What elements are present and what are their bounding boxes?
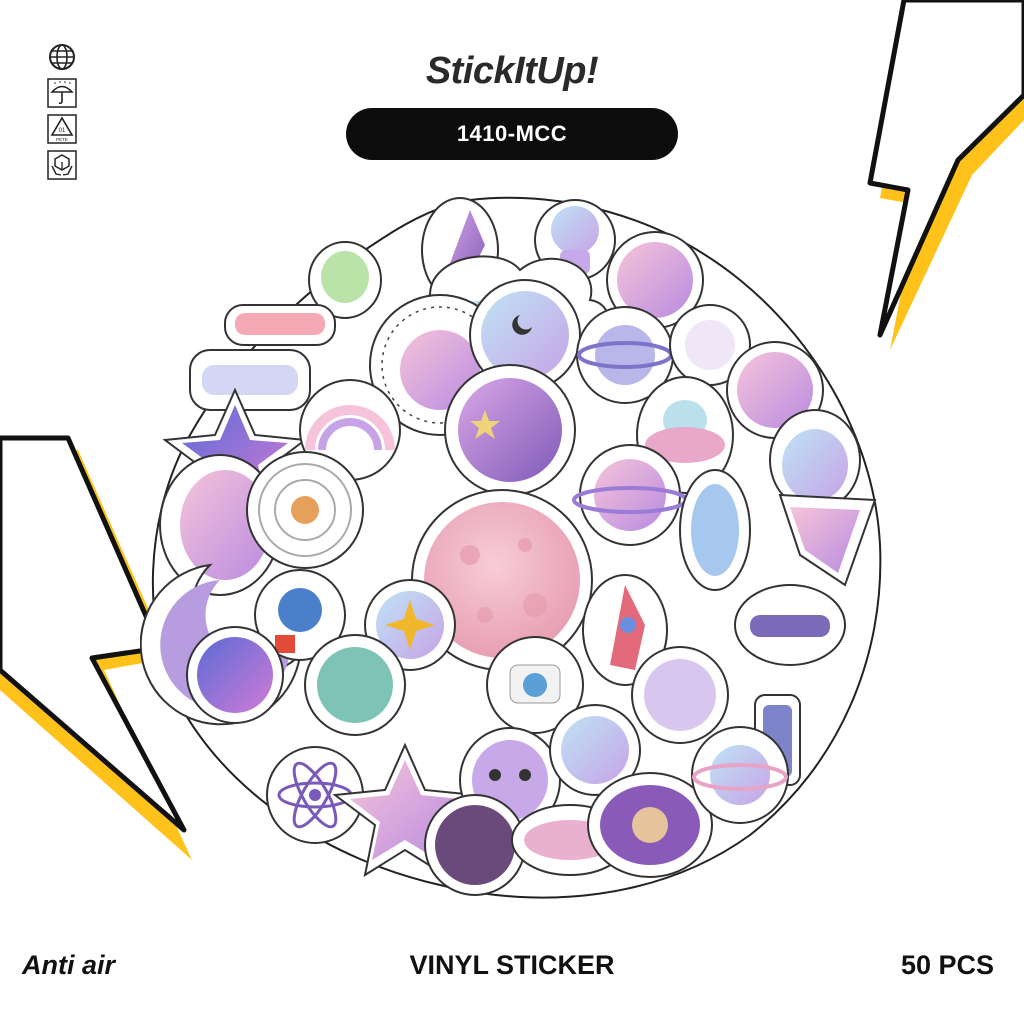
sticker-planet-blue (631, 646, 729, 744)
sticker-saturn-dark (587, 772, 713, 878)
product-code-pill: 1410-MCC (346, 108, 678, 160)
sticker-moon-night-scene (549, 704, 641, 796)
sticker-solar-system (246, 451, 364, 569)
sticker-collage (140, 196, 882, 899)
sticker-dark-planet (424, 794, 526, 896)
sticker-binoculars (189, 349, 311, 411)
globe-icon (49, 44, 75, 70)
package-hands-icon (47, 150, 77, 180)
sticker-crescent-night (469, 279, 581, 391)
sticker-saturn-blue (691, 726, 789, 824)
footer-right-label: 50 PCS (900, 950, 994, 980)
sticker-astronaut-camera (486, 636, 584, 734)
umbrella-icon (47, 78, 77, 108)
footer-center-label: VINYL STICKER (409, 950, 615, 980)
brand-logo: StickItUp! (425, 50, 599, 92)
sticker-paper-plane (778, 493, 877, 587)
sticker-telescope (224, 304, 336, 346)
sticker-astronaut-cartoon (254, 569, 346, 661)
lightning-bolt-top-right (867, 0, 1024, 350)
sticker-spaceship (679, 469, 751, 591)
recycle-number: 01 (59, 128, 66, 134)
sticker-ringed-planet (576, 306, 674, 404)
sticker-moon-stars (444, 364, 576, 496)
footer-left-label: Anti air (22, 950, 116, 980)
sticker-astronaut-small (669, 304, 751, 386)
sticker-galaxy-planet (186, 626, 284, 724)
lightning-bolt-left (0, 435, 192, 860)
sticker-jar (769, 409, 861, 511)
sticker-atom (266, 746, 364, 844)
recycle-code: PETE (56, 137, 68, 142)
sticker-planet-sunset (606, 231, 704, 329)
sticker-alien-green (308, 241, 382, 319)
sticker-rocket-red (582, 574, 668, 686)
sticker-pink-moon (411, 489, 593, 671)
sticker-teal-planet (304, 634, 406, 736)
product-code: 1410-MCC (456, 121, 568, 146)
recycle-pete-icon: 01 PETE (47, 114, 77, 144)
sticker-rocket-purple (734, 584, 846, 666)
